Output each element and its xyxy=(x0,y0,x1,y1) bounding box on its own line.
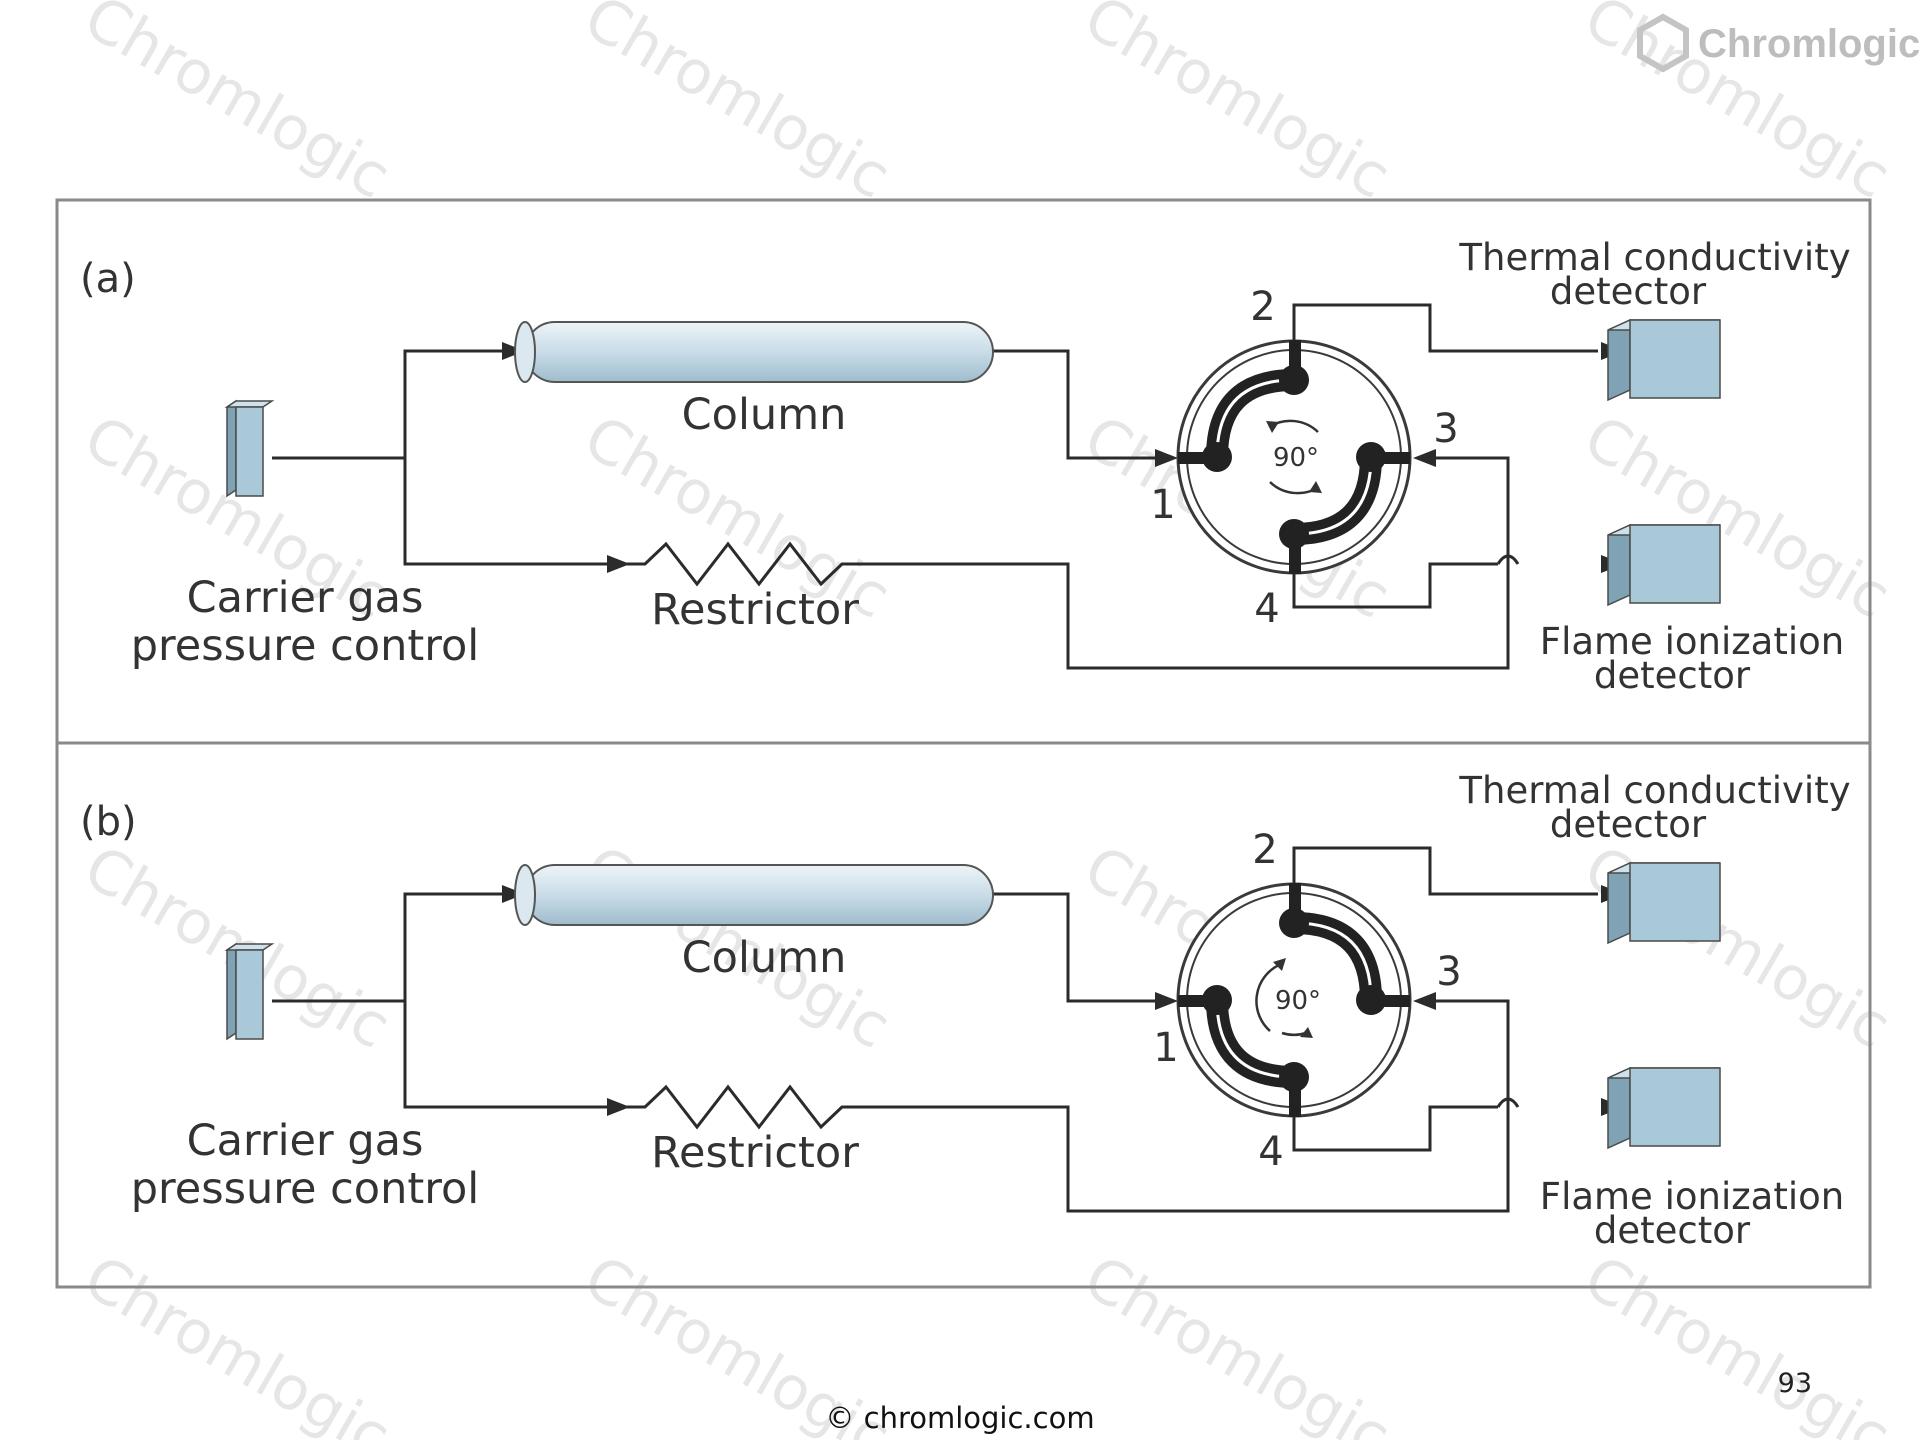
port-label: 4 xyxy=(1258,1129,1283,1175)
tcd-label: detector xyxy=(1550,270,1707,313)
panel-b: (b) Column Restrictor Carr xyxy=(80,769,1851,1252)
watermark: Chromlogic xyxy=(1573,1242,1902,1440)
arrow-icon xyxy=(502,342,525,360)
flame-ionization-detector-icon xyxy=(1607,1066,1721,1150)
arrow-icon xyxy=(1155,449,1178,467)
rotation-label: 90° xyxy=(1273,443,1319,473)
port-label: 3 xyxy=(1436,949,1461,995)
fid-label: detector xyxy=(1594,654,1751,697)
tcd-label: Thermal conductivity xyxy=(1458,769,1850,812)
tubing xyxy=(272,846,1598,1213)
watermark: Chromlogic xyxy=(573,0,902,213)
panel-a: (a) Column xyxy=(80,236,1851,697)
arrow-icon xyxy=(607,1098,630,1116)
fid-label: Flame ionization xyxy=(1540,1175,1844,1218)
page-number: 93 xyxy=(1778,1368,1812,1399)
column-label: Column xyxy=(682,390,847,440)
port-label: 4 xyxy=(1254,586,1279,632)
rotation-arrow-icon xyxy=(1255,963,1280,1032)
thermal-conductivity-detector-icon xyxy=(1607,318,1721,402)
fid-label: Flame ionization xyxy=(1540,620,1844,663)
fid-label: detector xyxy=(1594,1209,1751,1252)
port-label: 2 xyxy=(1250,284,1275,330)
watermark: Chromlogic xyxy=(73,1242,402,1440)
rotary-valve: 90° xyxy=(1176,882,1412,1118)
thermal-conductivity-detector-icon xyxy=(1607,861,1721,945)
restrictor-label: Restrictor xyxy=(651,1128,859,1178)
arrow-icon xyxy=(1155,992,1178,1010)
tcd-label: detector xyxy=(1550,803,1707,846)
panel-label: (b) xyxy=(80,799,137,845)
logo-text: Chromlogic xyxy=(1698,22,1920,66)
watermark: Chromlogic xyxy=(73,0,402,213)
carrier-gas-pressure-control-icon xyxy=(224,399,275,498)
restrictor-label: Restrictor xyxy=(651,585,859,635)
port-label: 1 xyxy=(1153,1025,1178,1071)
arrow-icon xyxy=(1413,449,1436,467)
port-label: 2 xyxy=(1252,827,1277,873)
column-label: Column xyxy=(682,933,847,983)
footer-copyright: © chromlogic.com xyxy=(825,1401,1094,1435)
carrier-gas-pressure-control-icon xyxy=(224,942,275,1041)
column-tube xyxy=(514,864,994,926)
chromlogic-logo: Chromlogic xyxy=(1637,13,1920,73)
rotary-valve: 90° xyxy=(1176,339,1412,575)
carrier-gas-label: pressure control xyxy=(131,1164,479,1214)
arrow-icon xyxy=(607,555,630,573)
arrow-icon xyxy=(502,885,525,903)
column-tube xyxy=(514,321,994,383)
flame-ionization-detector-icon xyxy=(1607,523,1721,607)
tubing xyxy=(272,303,1598,670)
panel-label: (a) xyxy=(80,256,136,302)
arrow-icon xyxy=(1413,992,1436,1010)
port-label: 1 xyxy=(1150,482,1175,528)
tcd-label: Thermal conductivity xyxy=(1458,236,1850,279)
panel-b-frame xyxy=(55,741,1872,1289)
watermark: Chromlogic xyxy=(1073,1242,1402,1440)
restrictor-zigzag xyxy=(610,541,885,587)
port-label: 3 xyxy=(1433,406,1458,452)
hexagon-logo-icon xyxy=(1637,13,1689,73)
restrictor-zigzag xyxy=(610,1084,885,1130)
carrier-gas-label: pressure control xyxy=(131,621,479,671)
carrier-gas-label: Carrier gas xyxy=(187,573,424,623)
carrier-gas-label: Carrier gas xyxy=(187,1116,424,1166)
rotation-label: 90° xyxy=(1275,986,1321,1016)
watermark: Chromlogic xyxy=(1073,0,1402,213)
